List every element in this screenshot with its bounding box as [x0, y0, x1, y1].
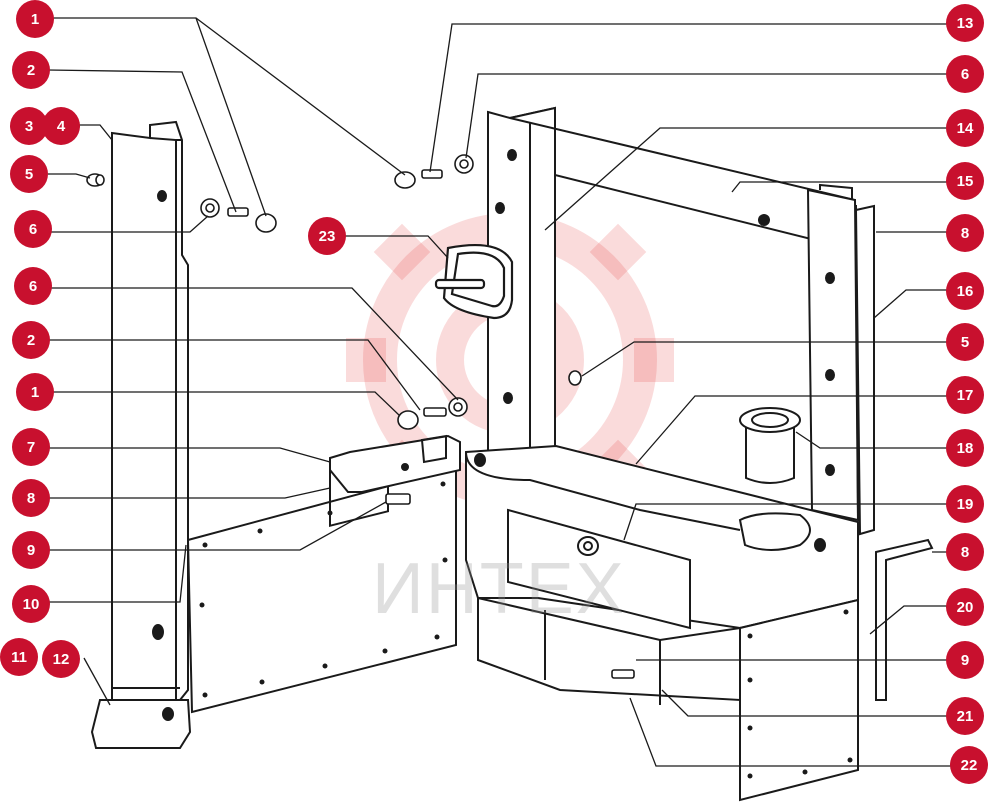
- callout-14[interactable]: 14: [946, 109, 984, 147]
- callout-9-left[interactable]: 9: [12, 531, 50, 569]
- callout-13[interactable]: 13: [946, 4, 984, 42]
- cup-bushing: [739, 407, 801, 484]
- callout-15[interactable]: 15: [946, 162, 984, 200]
- callout-9-right[interactable]: 9: [946, 641, 984, 679]
- callout-1-mid[interactable]: 1: [16, 373, 54, 411]
- callout-16[interactable]: 16: [946, 272, 984, 310]
- hardware-left: [86, 173, 468, 505]
- callout-5-left[interactable]: 5: [10, 155, 48, 193]
- callout-12[interactable]: 12: [42, 640, 80, 678]
- door-panel: [507, 508, 691, 630]
- callout-23[interactable]: 23: [308, 217, 346, 255]
- callout-6-top-right[interactable]: 6: [946, 55, 984, 93]
- callout-2-mid[interactable]: 2: [12, 321, 50, 359]
- callout-2-top[interactable]: 2: [12, 51, 50, 89]
- right-frame: [487, 106, 860, 522]
- callout-18[interactable]: 18: [946, 429, 984, 467]
- mirror-handle: [434, 244, 514, 320]
- callout-10[interactable]: 10: [12, 585, 50, 623]
- callout-8-top-right[interactable]: 8: [946, 214, 984, 252]
- left-plate: [186, 450, 457, 714]
- callout-20[interactable]: 20: [946, 588, 984, 626]
- left-post: [111, 120, 189, 701]
- callout-6-mid-left[interactable]: 6: [14, 267, 52, 305]
- callout-22[interactable]: 22: [950, 746, 988, 784]
- vertical-rod: [854, 204, 875, 536]
- right-plate: [739, 598, 859, 802]
- callout-11[interactable]: 11: [0, 638, 38, 676]
- callout-3[interactable]: 3: [10, 107, 48, 145]
- callout-8-mid-right[interactable]: 8: [946, 533, 984, 571]
- post-foot: [90, 699, 192, 749]
- callout-8-left[interactable]: 8: [12, 479, 50, 517]
- callout-19[interactable]: 19: [946, 485, 984, 523]
- bracket: [329, 434, 461, 493]
- callout-5-right[interactable]: 5: [946, 323, 984, 361]
- watermark-text: ИНТЕХ: [372, 549, 626, 629]
- callout-7[interactable]: 7: [12, 428, 50, 466]
- callout-21[interactable]: 21: [946, 697, 984, 735]
- callout-17[interactable]: 17: [946, 376, 984, 414]
- hardware-right: [394, 154, 635, 679]
- callout-6-upper-left[interactable]: 6: [14, 210, 52, 248]
- hook-rod: [875, 538, 934, 701]
- leader-lines: [47, 17, 952, 767]
- callout-4[interactable]: 4: [42, 107, 80, 145]
- callout-1-top[interactable]: 1: [16, 0, 54, 38]
